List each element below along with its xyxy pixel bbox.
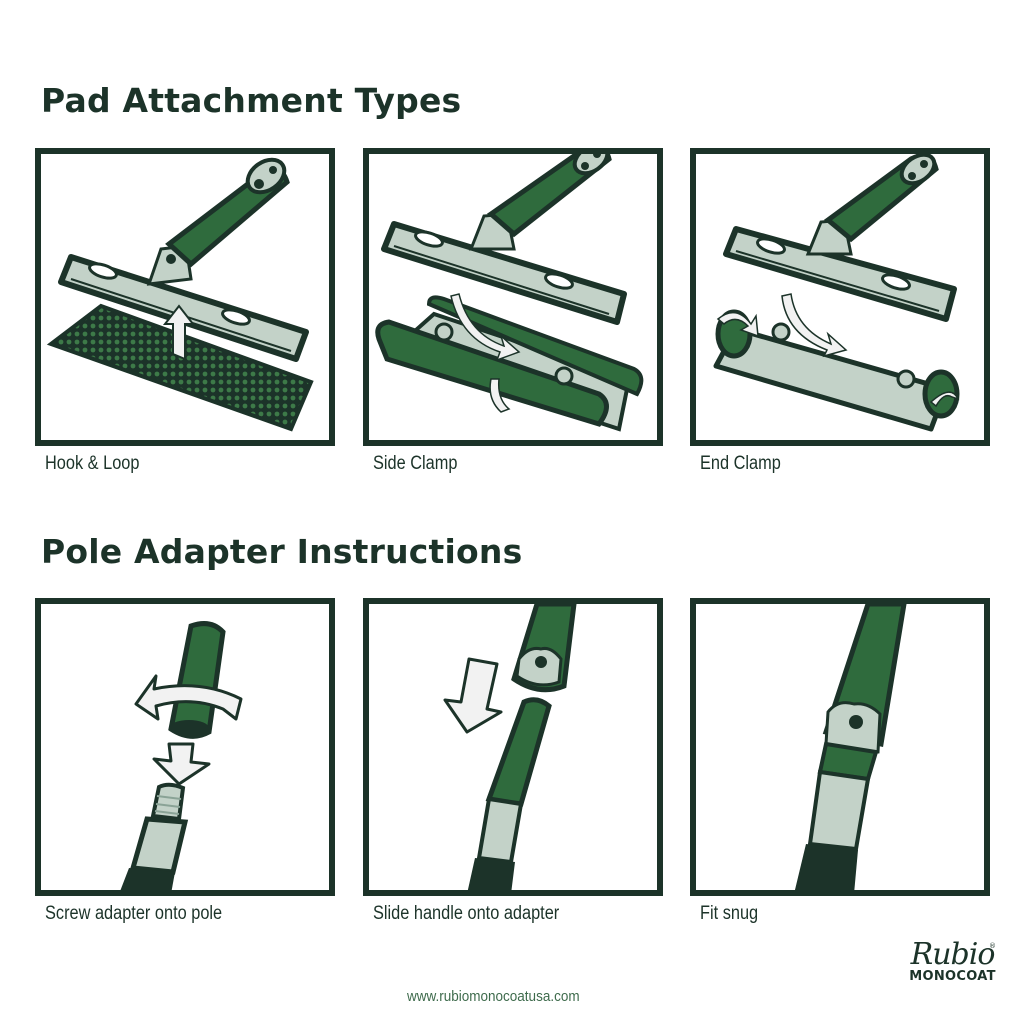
caption-end-clamp: End Clamp	[700, 453, 781, 474]
end-clamp-illustration	[713, 154, 960, 432]
section-title-pad-attachment-types: Pad Attachment Types	[41, 81, 462, 120]
caption-slide-handle: Slide handle onto adapter	[373, 903, 560, 924]
logo-wordmark: MONOCOAT	[909, 969, 996, 984]
caption-hook-and-loop: Hook & Loop	[45, 453, 140, 474]
panel-fit-snug	[690, 598, 990, 896]
caption-side-clamp: Side Clamp	[373, 453, 458, 474]
panel-side-clamp	[363, 148, 663, 446]
panel-slide-handle	[363, 598, 663, 896]
section-title-pole-adapter-instructions: Pole Adapter Instructions	[41, 532, 523, 571]
screw-adapter-illustration	[120, 621, 243, 890]
panel-end-clamp	[690, 148, 990, 446]
registered-mark: ®	[989, 942, 996, 950]
panel-screw-adapter	[35, 598, 335, 896]
panel-hook-and-loop	[35, 148, 335, 446]
rubio-monocoat-logo: Rubio ® MONOCOAT	[905, 940, 1000, 1000]
logo-script-text: Rubio	[910, 937, 996, 972]
fit-snug-illustration	[794, 604, 907, 890]
slide-handle-illustration	[443, 604, 577, 890]
caption-fit-snug: Fit snug	[700, 903, 759, 924]
website-url[interactable]: www.rubiomonocoatusa.com	[407, 988, 580, 1005]
hook-and-loop-illustration	[46, 157, 314, 432]
side-clamp-illustration	[375, 154, 644, 432]
caption-screw-adapter: Screw adapter onto pole	[45, 903, 223, 924]
